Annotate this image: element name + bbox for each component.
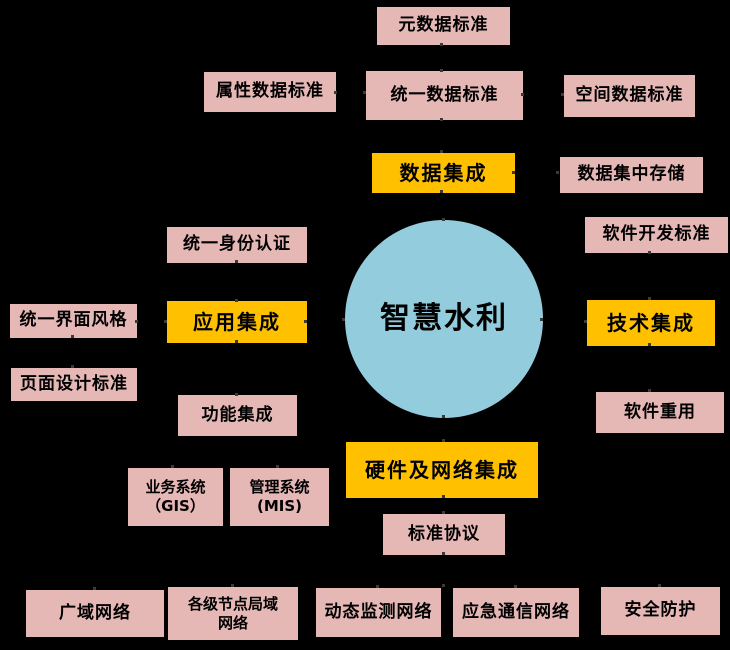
node-application-integration: 应用集成 — [167, 301, 307, 343]
node-hardware-network-integration: 硬件及网络集成 — [346, 442, 538, 498]
connector-nub — [658, 584, 661, 587]
connector-nub — [440, 150, 443, 153]
connector-nub — [71, 335, 74, 338]
node-unified-data-standard: 统一数据标准 — [366, 71, 523, 120]
connector-nub — [235, 340, 238, 343]
connector-nub — [442, 415, 445, 418]
connector-nub — [304, 320, 307, 323]
connector-nub — [342, 318, 345, 321]
connector-nub — [93, 587, 96, 590]
connector-nub — [164, 320, 167, 323]
connector-nub — [442, 495, 445, 498]
connector-nub — [442, 439, 445, 442]
connector-nub — [440, 43, 443, 46]
connector-nub — [648, 297, 651, 300]
node-metadata-standard: 元数据标准 — [377, 7, 510, 45]
node-page-design-standard: 页面设计标准 — [11, 368, 137, 401]
connector-nub — [440, 69, 443, 72]
connector-nub — [376, 585, 379, 588]
node-management-system-mis: 管理系统 (MIS) — [230, 468, 329, 526]
connector-nub — [440, 190, 443, 193]
connector-nub — [235, 260, 238, 263]
connector-nub — [235, 393, 238, 396]
node-emergency-comm-network: 应急通信网络 — [453, 588, 579, 637]
node-attribute-data-standard: 属性数据标准 — [204, 72, 336, 112]
center-node-smart-water: 智慧水利 — [345, 220, 543, 418]
node-standard-protocol: 标准协议 — [383, 514, 505, 555]
connector-nub — [363, 91, 366, 94]
connector-nub — [276, 465, 279, 468]
connector-nub — [512, 171, 515, 174]
connector-nub — [135, 320, 138, 323]
node-local-area-network: 各级节点局域 网络 — [168, 587, 298, 640]
node-security-protection: 安全防护 — [601, 587, 720, 635]
connector-nub — [521, 93, 524, 96]
connector-nub — [556, 171, 559, 174]
connector-nub — [442, 218, 445, 221]
node-unified-identity-auth: 统一身份认证 — [167, 227, 307, 263]
connector-nub — [648, 389, 651, 392]
connector-nub — [514, 585, 517, 588]
connector-nub — [584, 320, 587, 323]
node-business-system-gis: 业务系统 （GIS） — [128, 468, 223, 526]
connector-nub — [171, 465, 174, 468]
node-software-dev-standard: 软件开发标准 — [585, 217, 728, 253]
node-function-integration: 功能集成 — [178, 395, 297, 436]
connector-nub — [334, 91, 337, 94]
connector-nub — [235, 299, 238, 302]
connector-nub — [440, 118, 443, 121]
connector-nub — [648, 251, 651, 254]
connector-nub — [442, 584, 445, 587]
node-unified-ui-style: 统一界面风格 — [10, 304, 137, 338]
node-dynamic-monitoring-network: 动态监测网络 — [316, 588, 441, 637]
node-data-integration: 数据集成 — [372, 153, 515, 193]
node-wide-area-network: 广域网络 — [26, 590, 164, 637]
node-software-reuse: 软件重用 — [596, 392, 724, 433]
connector-nub — [648, 343, 651, 346]
connector-nub — [71, 365, 74, 368]
connector-nub — [231, 584, 234, 587]
node-technology-integration: 技术集成 — [587, 300, 715, 346]
connector-nub — [561, 93, 564, 96]
node-centralized-data-storage: 数据集中存储 — [560, 157, 703, 193]
node-spatial-data-standard: 空间数据标准 — [564, 75, 695, 117]
connector-nub — [442, 552, 445, 555]
connector-nub — [540, 318, 543, 321]
connector-nub — [442, 511, 445, 514]
